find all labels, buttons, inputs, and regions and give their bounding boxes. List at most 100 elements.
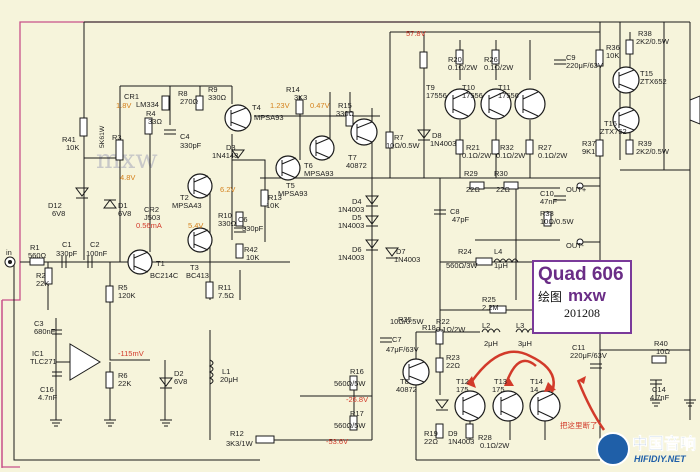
svg-text:40872: 40872	[396, 385, 417, 394]
svg-text:L4: L4	[494, 247, 502, 256]
out-plus-terminal[interactable]	[576, 182, 584, 190]
svg-text:R38: R38	[638, 29, 652, 38]
svg-text:R10: R10	[218, 211, 232, 220]
svg-text:0.1Ω/2W: 0.1Ω/2W	[538, 151, 568, 160]
svg-text:0.1Ω/2W: 0.1Ω/2W	[480, 441, 510, 450]
svg-text:4.7nF: 4.7nF	[38, 393, 58, 402]
svg-text:R35: R35	[398, 315, 412, 324]
svg-text:220μF/63V: 220μF/63V	[566, 61, 603, 70]
svg-text:175: 175	[456, 385, 469, 394]
svg-text:220μF/63V: 220μF/63V	[570, 351, 607, 360]
svg-text:10Ω/0.5W: 10Ω/0.5W	[386, 141, 420, 150]
svg-text:D9: D9	[448, 429, 458, 438]
svg-text:R1: R1	[30, 243, 40, 252]
svg-text:T11: T11	[498, 83, 510, 92]
red-annotation	[466, 350, 606, 431]
svg-text:R41: R41	[62, 135, 76, 144]
title-name: Quad 606	[538, 264, 624, 285]
svg-text:D8: D8	[432, 131, 442, 140]
svg-text:R21: R21	[466, 143, 480, 152]
svg-text:330Ω: 330Ω	[218, 219, 237, 228]
title-draw: 绘图	[538, 290, 563, 304]
note-cut-here: 把这里断了	[560, 420, 598, 430]
svg-text:BC413: BC413	[186, 271, 209, 280]
out-minus-terminal[interactable]	[576, 238, 584, 246]
svg-text:9K1: 9K1	[582, 147, 595, 156]
label-in: in	[6, 248, 12, 257]
watermark: mxw	[96, 145, 158, 175]
badge-url: HIFIDIY.NET	[634, 454, 686, 464]
svg-text:R16: R16	[350, 367, 364, 376]
resistors	[29, 39, 667, 444]
transistors	[127, 66, 640, 422]
voltage-6-2: 6.2V	[220, 185, 235, 194]
svg-text:T14: T14	[530, 377, 543, 386]
component-labels: R1 560Ω R2 22K C1 330pF C2 100nF CR1 LM3…	[28, 29, 670, 450]
svg-text:1N4003: 1N4003	[338, 221, 364, 230]
svg-text:0.1Ω/2W: 0.1Ω/2W	[484, 63, 514, 72]
svg-text:T2: T2	[180, 193, 189, 202]
svg-text:CR1: CR1	[124, 92, 139, 101]
svg-text:10Ω/0.5W: 10Ω/0.5W	[540, 217, 574, 226]
svg-text:R29: R29	[464, 169, 478, 178]
label-out-minus: OUT-	[566, 241, 584, 250]
svg-text:175: 175	[492, 385, 505, 394]
svg-text:22Ω: 22Ω	[466, 185, 480, 194]
svg-text:R37: R37	[582, 139, 596, 148]
svg-text:C9: C9	[566, 53, 576, 62]
svg-text:33Ω: 33Ω	[148, 117, 162, 126]
voltage-m26-8: -26.8V	[346, 395, 368, 404]
title-box: Quad 606 绘图 mxw 201208	[532, 260, 632, 334]
title-author: mxw	[568, 286, 606, 305]
svg-text:22K: 22K	[36, 279, 49, 288]
svg-text:R39: R39	[638, 139, 652, 148]
svg-text:330pF: 330pF	[180, 141, 202, 150]
svg-text:4.7nF: 4.7nF	[650, 393, 670, 402]
svg-text:680nF: 680nF	[34, 327, 56, 336]
badge-cn: 中国音响	[632, 434, 697, 454]
svg-text:10K: 10K	[606, 51, 619, 60]
svg-text:47nF: 47nF	[540, 197, 558, 206]
svg-text:R28: R28	[478, 433, 492, 442]
diodes	[75, 129, 449, 411]
svg-text:7.5Ω: 7.5Ω	[218, 291, 234, 300]
svg-text:14: 14	[530, 385, 538, 394]
svg-text:C10: C10	[540, 189, 554, 198]
svg-text:T16: T16	[604, 119, 617, 128]
svg-text:17556: 17556	[498, 91, 519, 100]
svg-text:330Ω: 330Ω	[336, 109, 355, 118]
svg-text:3μH: 3μH	[518, 339, 532, 348]
svg-text:270Ω: 270Ω	[180, 97, 199, 106]
svg-text:R42: R42	[244, 245, 258, 254]
svg-text:CR2: CR2	[144, 205, 159, 214]
svg-text:0.1Ω/2W: 0.1Ω/2W	[496, 151, 526, 160]
voltage-1-23: 1.23V	[270, 101, 290, 110]
site-badge[interactable]: 中国音响 HIFIDIY.NET	[596, 430, 700, 472]
svg-text:22Ω: 22Ω	[424, 437, 438, 446]
svg-text:330Ω: 330Ω	[208, 93, 227, 102]
svg-text:MPSA93: MPSA93	[254, 113, 284, 122]
svg-text:D4: D4	[352, 197, 362, 206]
svg-text:L2: L2	[482, 321, 490, 330]
svg-text:R5: R5	[118, 283, 128, 292]
svg-text:J503: J503	[144, 213, 160, 222]
svg-text:MPSA93: MPSA93	[278, 189, 308, 198]
svg-text:R27: R27	[538, 143, 552, 152]
svg-text:R26: R26	[484, 55, 498, 64]
svg-text:1N4003: 1N4003	[338, 253, 364, 262]
svg-text:T9: T9	[426, 83, 435, 92]
svg-text:R23: R23	[446, 353, 460, 362]
badge-logo-icon	[596, 432, 630, 466]
svg-text:2K2/0.5W: 2K2/0.5W	[636, 37, 670, 46]
voltage-57-8: 57.8V	[406, 29, 426, 38]
svg-text:1N4003: 1N4003	[338, 205, 364, 214]
svg-text:47pF: 47pF	[452, 215, 470, 224]
svg-text:L1: L1	[222, 367, 230, 376]
svg-text:D12: D12	[48, 201, 62, 210]
svg-text:0.1Ω/2W: 0.1Ω/2W	[436, 325, 466, 334]
svg-text:40872: 40872	[346, 161, 367, 170]
svg-text:6V8: 6V8	[174, 377, 187, 386]
svg-text:T5: T5	[286, 181, 295, 190]
svg-text:R33: R33	[540, 209, 554, 218]
